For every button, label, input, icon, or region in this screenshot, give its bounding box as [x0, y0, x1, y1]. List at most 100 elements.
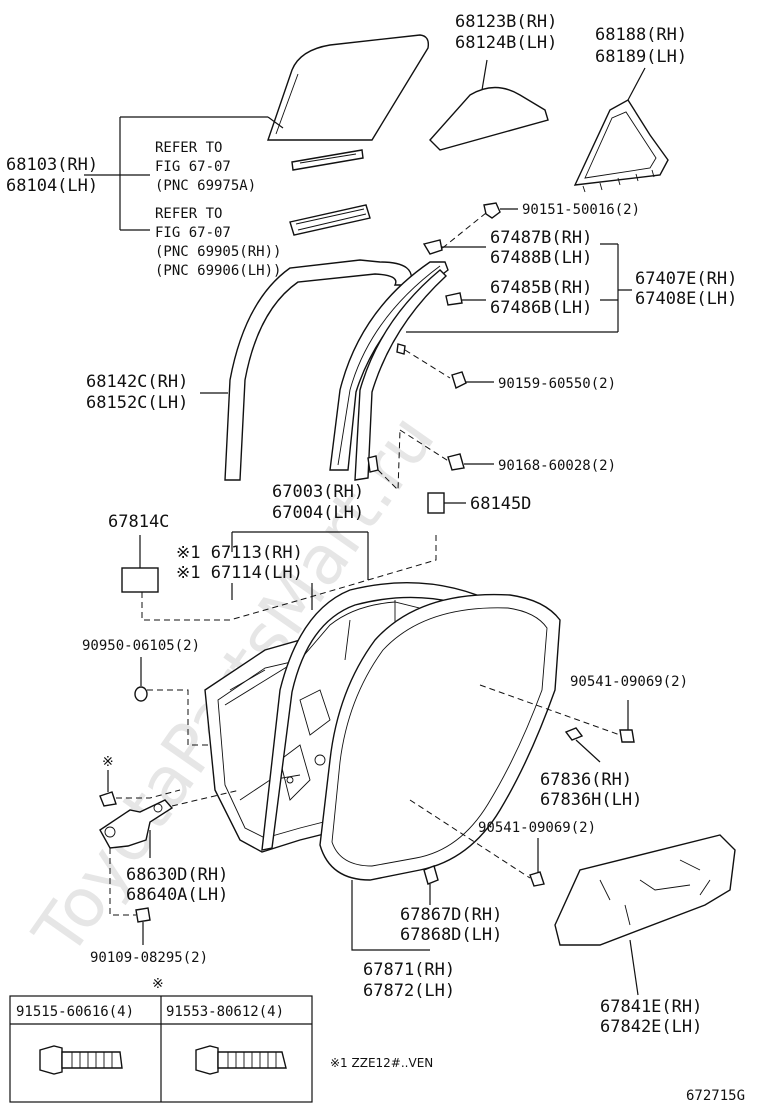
- hinge-68630: [99, 799, 174, 849]
- clip-67867: [423, 865, 439, 885]
- svg-text:68124B(LH): 68124B(LH): [455, 33, 557, 53]
- label-90109: 90109-08295(2): [90, 950, 208, 966]
- label-68188: 68188(RH) 68189(LH): [595, 25, 687, 67]
- label-67113: ※1 67113(RH) ※1 67114(LH): [176, 543, 303, 583]
- svg-text:67486B(LH): 67486B(LH): [490, 298, 592, 318]
- svg-text:(PNC 69905(RH)): (PNC 69905(RH)): [155, 244, 281, 260]
- clip-67836: [564, 727, 584, 741]
- label-68123: 68123B(RH) 68124B(LH): [455, 12, 557, 53]
- svg-text:67004(LH): 67004(LH): [272, 503, 364, 523]
- svg-text:67841E(RH): 67841E(RH): [600, 997, 702, 1017]
- label-67836: 67836(RH) 67836H(LH): [540, 770, 642, 810]
- label-67841: 67841E(RH) 67842E(LH): [600, 997, 702, 1037]
- bolt-90541-a: [619, 729, 635, 743]
- svg-text:68630D(RH): 68630D(RH): [126, 865, 228, 885]
- svg-text:67485B(RH): 67485B(RH): [490, 278, 592, 298]
- svg-text:67407E(RH): 67407E(RH): [635, 269, 737, 289]
- bolt-90168: [447, 453, 465, 471]
- clip-67485: [445, 292, 463, 306]
- svg-text:REFER TO: REFER TO: [155, 206, 222, 222]
- svg-text:67867D(RH): 67867D(RH): [400, 905, 502, 925]
- refer-note-2: REFER TO FIG 67-07 (PNC 69905(RH)) (PNC …: [155, 206, 281, 279]
- weatherstrip-67871: [319, 593, 561, 881]
- label-67814: [121, 567, 159, 593]
- label-67867: 67867D(RH) 67868D(LH): [400, 905, 502, 945]
- svg-text:FIG 67-07: FIG 67-07: [155, 225, 231, 241]
- svg-text:FIG 67-07: FIG 67-07: [155, 159, 231, 175]
- label-68142: 68142C(RH) 68152C(LH): [86, 372, 188, 413]
- svg-text:67408E(LH): 67408E(LH): [635, 289, 737, 309]
- label-67485: 67485B(RH) 67486B(LH): [490, 278, 592, 318]
- svg-text:67487B(RH): 67487B(RH): [490, 228, 592, 248]
- label-90541-lower: 90541-09069(2): [478, 820, 596, 836]
- svg-text:68104(LH): 68104(LH): [6, 176, 98, 196]
- bolt-91515-drawing: [39, 1045, 123, 1075]
- svg-text:(PNC 69906(LH)): (PNC 69906(LH)): [155, 263, 281, 279]
- table-col2-header: 91553-80612(4): [166, 1004, 284, 1020]
- label-68145: 68145D: [470, 494, 531, 514]
- svg-text:67871(RH): 67871(RH): [363, 960, 455, 980]
- table-marker: ※: [152, 976, 164, 992]
- bolt-90541-b: [529, 871, 545, 887]
- label-90168: 90168-60028(2): [498, 458, 616, 474]
- bolt-90159: [451, 371, 467, 389]
- svg-text:(PNC 69975A): (PNC 69975A): [155, 178, 256, 194]
- run-channel-67407: [329, 261, 449, 471]
- pad-68145: [427, 492, 445, 514]
- bolt-90109: [135, 907, 151, 923]
- division-bar: [354, 269, 448, 481]
- bracket-68103: [84, 116, 268, 231]
- svg-text:68103(RH): 68103(RH): [6, 155, 98, 175]
- bolt-table: 91515-60616(4) 91553-80612(4): [9, 995, 313, 1103]
- label-67814: 67814C: [108, 512, 169, 532]
- svg-text:68640A(LH): 68640A(LH): [126, 885, 228, 905]
- footnote: ※1 ZZE12#..VEN: [330, 1056, 433, 1070]
- svg-text:68188(RH): 68188(RH): [595, 25, 687, 45]
- svg-text:67836H(LH): 67836H(LH): [540, 790, 642, 810]
- label-90151: 90151-50016(2): [522, 202, 640, 218]
- label-90950: 90950-06105(2): [82, 638, 200, 654]
- svg-text:※1 67113(RH): ※1 67113(RH): [176, 543, 303, 563]
- svg-text:68123B(RH): 68123B(RH): [455, 12, 557, 32]
- mark-note-left: ※: [102, 754, 114, 770]
- bolt-point-a: [396, 343, 406, 355]
- svg-text:67868D(LH): 67868D(LH): [400, 925, 502, 945]
- bolt-hinge-upper: [99, 791, 117, 807]
- bracket-67407: [406, 243, 632, 333]
- screw-90151: [483, 202, 501, 219]
- svg-text:67003(RH): 67003(RH): [272, 482, 364, 502]
- quarter-glass: [429, 86, 549, 151]
- belt-molding-outer: [291, 149, 364, 171]
- label-90541-upper: 90541-09069(2): [570, 674, 688, 690]
- label-67407: 67407E(RH) 67408E(LH): [635, 269, 737, 309]
- label-90159: 90159-60550(2): [498, 376, 616, 392]
- label-67487: 67487B(RH) 67488B(LH): [490, 228, 592, 268]
- trim-panel-67841: [554, 834, 736, 946]
- quarter-window-frame: [573, 99, 669, 186]
- figure-id: 672715G: [686, 1088, 745, 1104]
- label-67003: 67003(RH) 67004(LH): [272, 482, 364, 523]
- svg-text:68142C(RH): 68142C(RH): [86, 372, 188, 392]
- label-68103: 68103(RH) 68104(LH): [6, 155, 98, 196]
- svg-text:67488B(LH): 67488B(LH): [490, 248, 592, 268]
- clip-67487: [422, 239, 443, 255]
- plug-90950: [134, 686, 148, 702]
- refer-note-1: REFER TO FIG 67-07 (PNC 69975A): [155, 140, 256, 194]
- belt-weatherstrip-inner: [289, 204, 371, 236]
- svg-text:REFER TO: REFER TO: [155, 140, 222, 156]
- svg-text:67872(LH): 67872(LH): [363, 981, 455, 1001]
- label-68630: 68630D(RH) 68640A(LH): [126, 865, 228, 905]
- svg-text:68152C(LH): 68152C(LH): [86, 393, 188, 413]
- svg-text:67842E(LH): 67842E(LH): [600, 1017, 702, 1037]
- svg-text:67836(RH): 67836(RH): [540, 770, 632, 790]
- svg-text:※1 67114(LH): ※1 67114(LH): [176, 563, 303, 583]
- label-67871: 67871(RH) 67872(LH): [363, 960, 455, 1001]
- bracket-point-b: [367, 455, 379, 473]
- svg-text:68189(LH): 68189(LH): [595, 47, 687, 67]
- bracket-67003: [231, 531, 369, 580]
- bolt-91553-drawing: [195, 1045, 287, 1075]
- door-glass: [267, 34, 430, 141]
- table-col1-header: 91515-60616(4): [16, 1004, 134, 1020]
